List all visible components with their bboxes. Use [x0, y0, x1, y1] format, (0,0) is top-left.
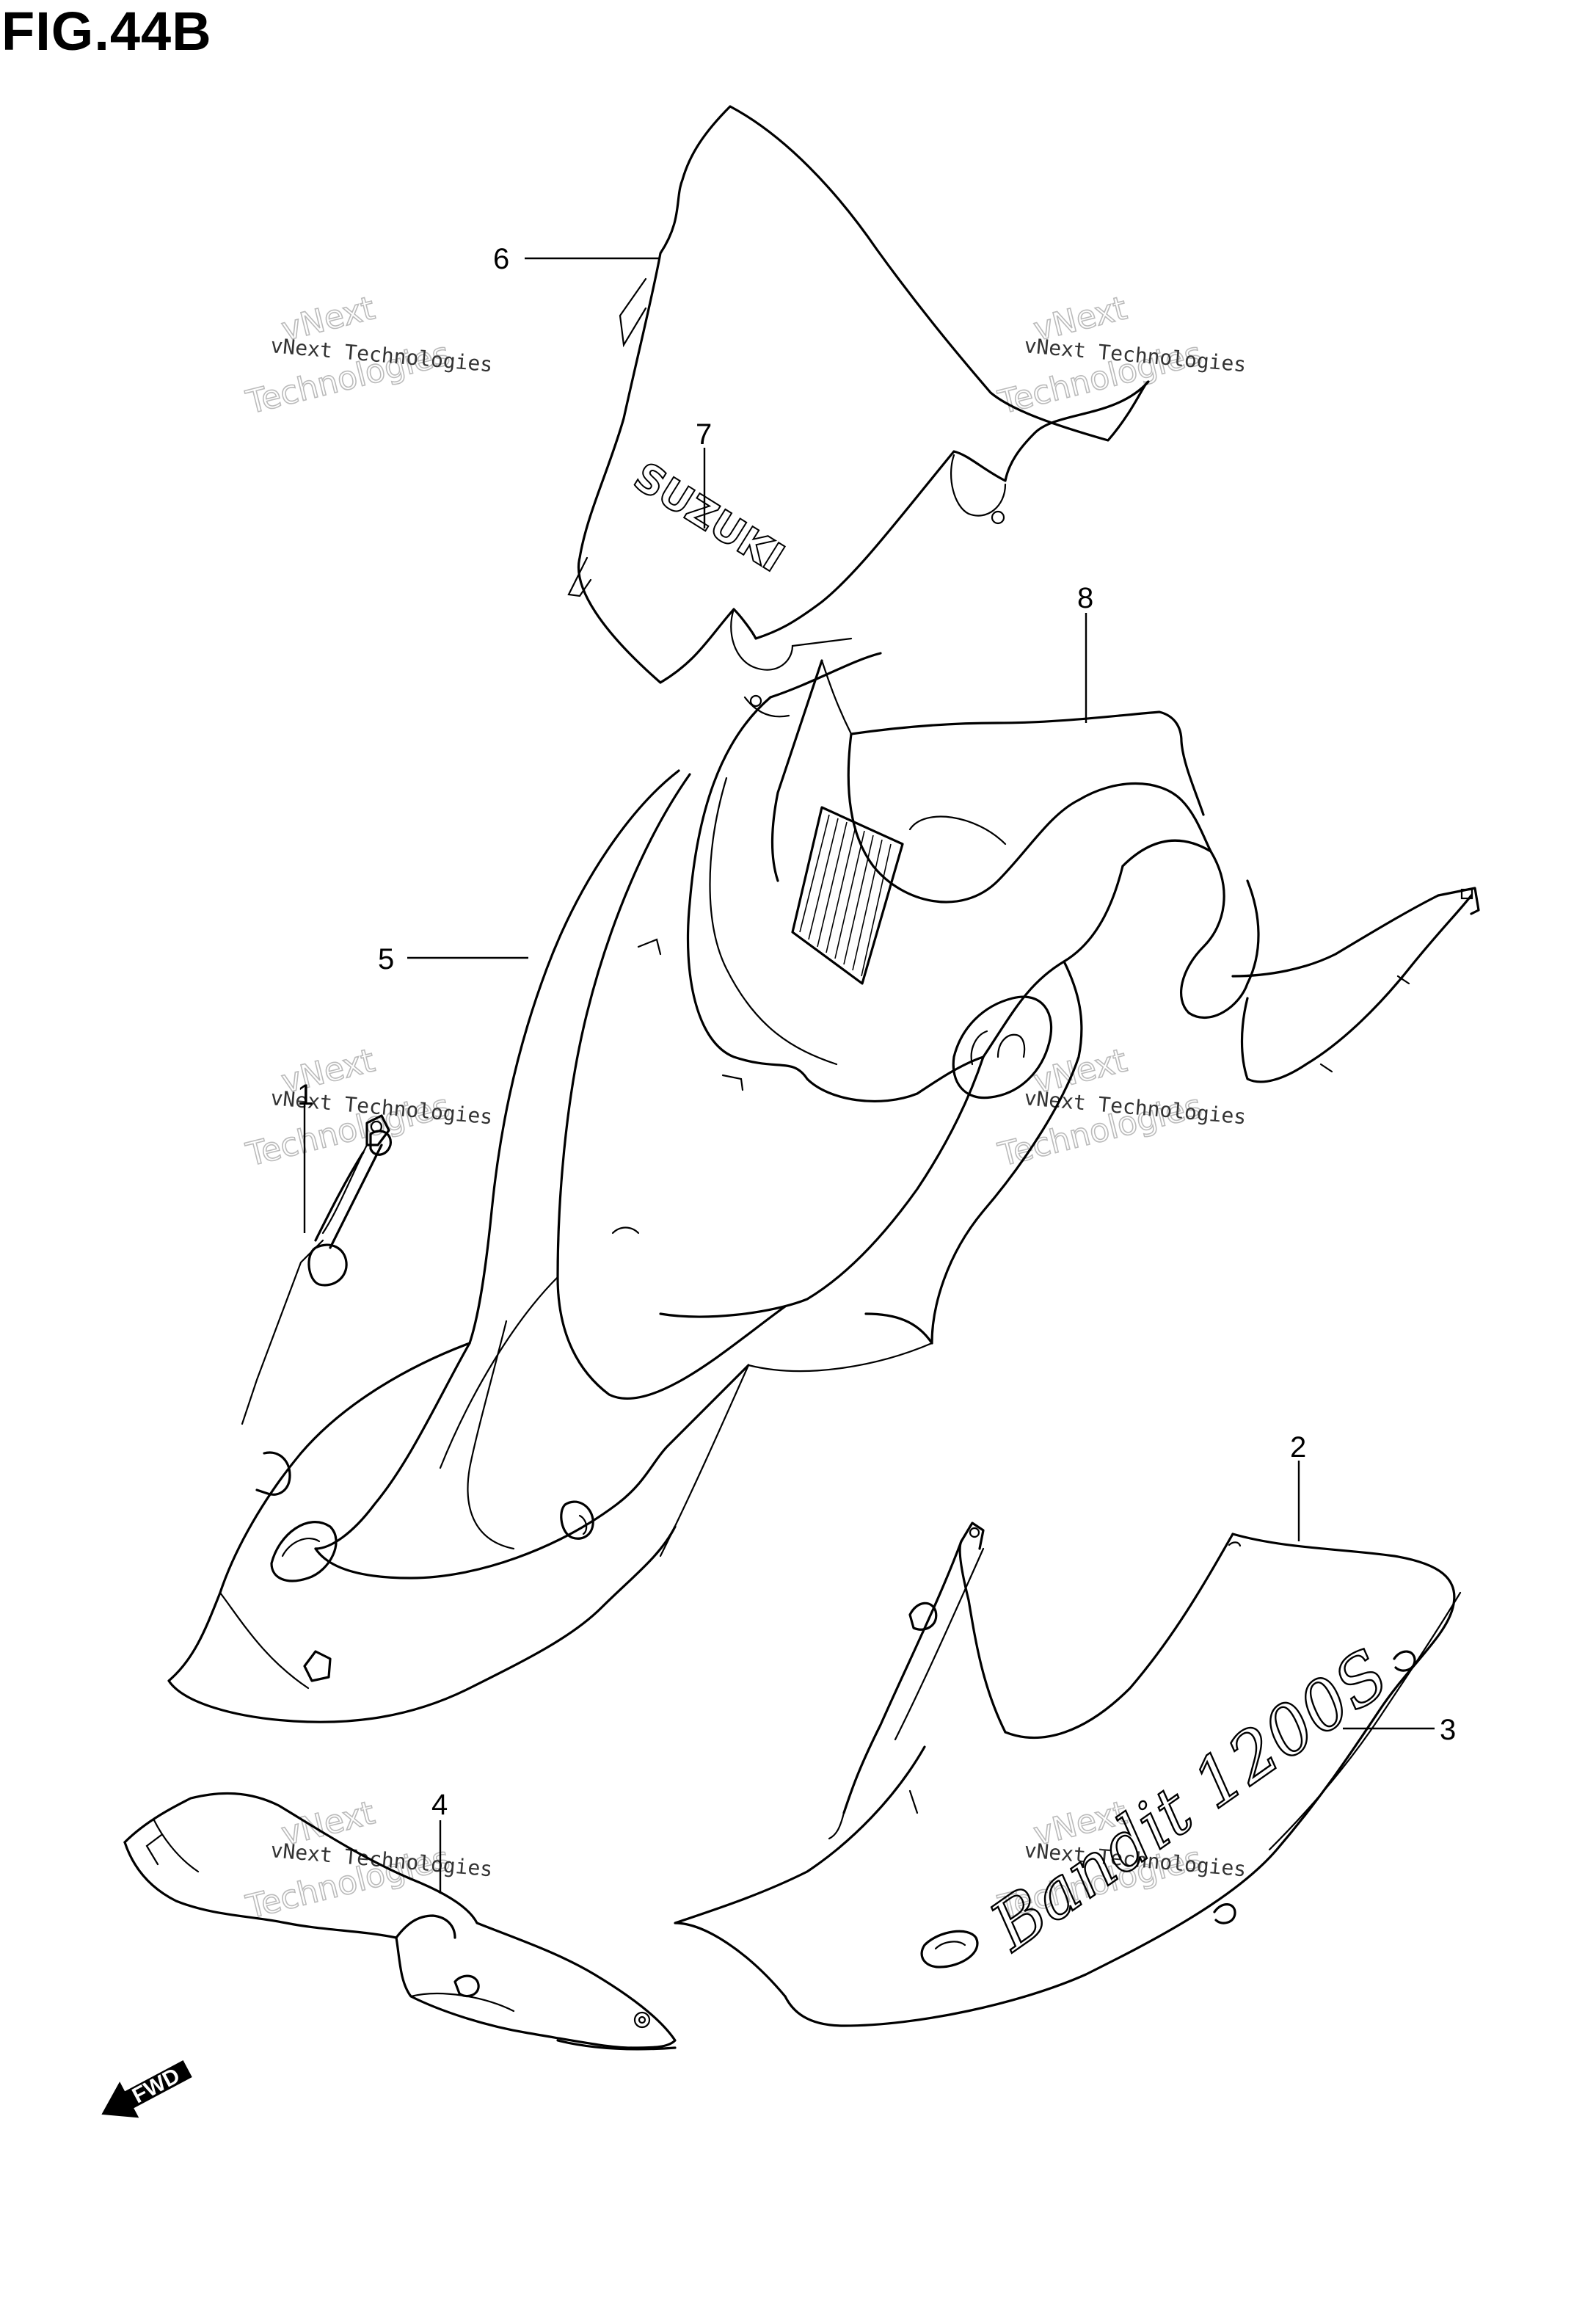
callout-2[interactable]: 2	[1290, 1431, 1306, 1464]
fwd-label: FWD	[128, 2063, 184, 2108]
callout-7[interactable]: 7	[696, 418, 712, 451]
leader-lines	[303, 257, 1435, 1894]
figure-title: FIG.44B	[1, 1, 212, 62]
callout-1[interactable]: 1	[297, 1079, 313, 1111]
callout-5[interactable]: 5	[378, 943, 394, 975]
callout-4[interactable]: 4	[431, 1789, 448, 1821]
part-7-windscreen-logo[interactable]: SUZUKI	[625, 453, 792, 582]
vent-grille	[791, 806, 904, 985]
part-4-under-cowl[interactable]	[123, 1792, 677, 2051]
part-5-upper-fairing[interactable]	[167, 696, 1124, 1723]
callout-8[interactable]: 8	[1077, 582, 1093, 614]
part-1-trim-strip[interactable]	[314, 1130, 392, 1249]
callout-3[interactable]: 3	[1440, 1714, 1456, 1746]
part-3-side-decal[interactable]: Bandit 1200S	[974, 1634, 1403, 1968]
callout-numbers: 6 7 8 5 1 2 3 4	[297, 243, 1456, 1821]
windscreen-logo-text: SUZUKI	[626, 454, 792, 581]
part-6-windscreen[interactable]	[567, 105, 1150, 718]
part-8-inner-panel[interactable]	[769, 652, 1480, 1083]
part-2-lower-cowl[interactable]	[674, 1522, 1462, 2027]
callout-6[interactable]: 6	[493, 243, 509, 275]
fwd-direction-marker: FWD	[101, 2060, 192, 2118]
arrow-icon	[101, 2060, 192, 2118]
side-decal-text: Bandit 1200S	[976, 1635, 1403, 1966]
